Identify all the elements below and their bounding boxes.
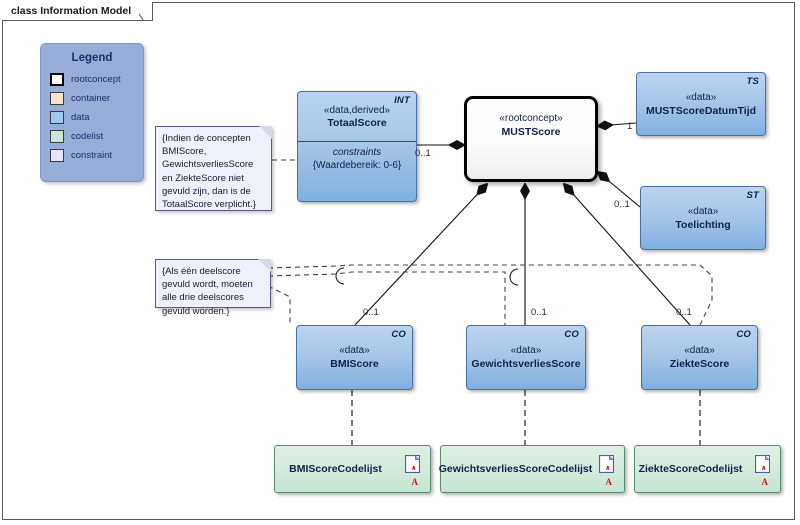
class-name-gewichtsverliesscore: GewichtsverliesScore [471, 358, 581, 370]
multiplicity-gewichtsverlies: 0..1 [531, 307, 547, 318]
note-totaalscore-constraint[interactable]: {Indien de concepten BMIScore, Gewichtsv… [155, 126, 272, 211]
note-totaalscore-constraint-text: {Indien de concepten BMIScore, Gewichtsv… [162, 133, 256, 211]
constraints-header: constraints [332, 147, 382, 158]
class-compartment-divider [298, 141, 416, 142]
legend-panel: Legend rootconcept container data codeli… [40, 43, 144, 182]
codelist-ziektescorecodelijst[interactable]: ZiekteScoreCodelijst A [634, 445, 781, 493]
class-stereotype-bmiscore: «data» [339, 345, 370, 356]
legend-title: Legend [71, 52, 113, 64]
codelist-bmiscorecodelijst[interactable]: BMIScoreCodelijst A [274, 445, 431, 493]
class-bmiscore[interactable]: CO «data» BMIScore [296, 325, 413, 390]
multiplicity-ziektescore: 0..1 [676, 307, 692, 318]
codelist-name-gewichtsverliesscorecodelijst: GewichtsverliesScoreCodelijst [438, 463, 593, 475]
multiplicity-toelichting: 0..1 [614, 199, 630, 210]
legend-label-constraint: constraint [71, 150, 113, 161]
document-icon [755, 455, 770, 473]
class-tag-gewichtsverliesscore: CO [564, 329, 579, 340]
legend-label-data: data [71, 112, 90, 123]
frame-tab-notch [139, 2, 152, 21]
legend-swatch-container [50, 92, 64, 105]
class-toelichting-body: «data» Toelichting [641, 187, 765, 249]
class-totaalscore-header: «data,derived» TotaalScore [298, 92, 416, 141]
red-a-marker: A [411, 477, 419, 487]
class-ziektescore-body: «data» ZiekteScore [642, 326, 757, 389]
multiplicity-bmiscore: 0..1 [363, 307, 379, 318]
class-tag-toelichting: ST [746, 190, 759, 201]
class-stereotype-mustscore: «rootconcept» [499, 113, 563, 124]
class-tag-mustscoredatumtijd: TS [746, 76, 759, 87]
class-bmiscore-body: «data» BMIScore [297, 326, 412, 389]
legend-item-data: data [41, 108, 143, 127]
class-mustscore[interactable]: «rootconcept» MUSTScore [464, 96, 598, 182]
diagram-frame-tab: class Information Model [2, 2, 154, 21]
multiplicity-datumtijd: 1 [627, 121, 633, 132]
red-a-marker: A [605, 477, 613, 487]
document-icon [405, 455, 420, 473]
codelist-name-ziektescorecodelijst: ZiekteScoreCodelijst [638, 463, 743, 475]
class-name-ziektescore: ZiekteScore [669, 358, 730, 370]
note-deelscore-constraint-text: {Als één deelscore gevuld wordt, moeten … [162, 266, 253, 317]
class-totaalscore-constraints: constraints {Waardebereik: 0-6} [298, 142, 416, 201]
class-mustscoredatumtijd-body: «data» MUSTScoreDatumTijd [637, 73, 765, 135]
class-name-mustscoredatumtijd: MUSTScoreDatumTijd [645, 104, 757, 117]
class-stereotype-mustscoredatumtijd: «data» [685, 91, 717, 103]
class-mustscoredatumtijd[interactable]: TS «data» MUSTScoreDatumTijd [636, 72, 766, 136]
class-name-totaalscore: TotaalScore [327, 116, 387, 129]
diagram-title: class Information Model [11, 4, 132, 17]
legend-label-codelist: codelist [71, 131, 104, 142]
class-totaalscore[interactable]: INT «data,derived» TotaalScore constrain… [297, 91, 417, 202]
class-name-mustscore: MUSTScore [501, 126, 561, 138]
codelist-gewichtsverliesscorecodelijst[interactable]: GewichtsverliesScoreCodelijst A [438, 445, 625, 493]
legend-label-rootconcept: rootconcept [71, 74, 121, 85]
legend-item-container: container [41, 89, 143, 108]
constraints-body: {Waardebereik: 0-6} [312, 160, 402, 171]
class-stereotype-gewichtsverliesscore: «data» [510, 345, 542, 356]
class-gewichtsverliesscore[interactable]: CO «data» GewichtsverliesScore [466, 325, 586, 390]
class-stereotype-toelichting: «data» [687, 205, 719, 217]
class-tag-totaalscore: INT [394, 95, 410, 106]
red-a-marker: A [761, 477, 769, 487]
class-stereotype-ziektescore: «data» [684, 345, 715, 356]
legend-swatch-constraint [50, 149, 64, 162]
multiplicity-totaalscore: 0..1 [415, 148, 431, 159]
legend-swatch-rootconcept [50, 73, 64, 86]
legend-item-constraint: constraint [41, 146, 143, 165]
class-name-toelichting: Toelichting [675, 218, 731, 231]
class-tag-bmiscore: CO [391, 329, 406, 340]
class-gewichtsverliesscore-body: «data» GewichtsverliesScore [467, 326, 585, 389]
class-toelichting[interactable]: ST «data» Toelichting [640, 186, 766, 250]
class-ziektescore[interactable]: CO «data» ZiekteScore [641, 325, 758, 390]
class-tag-ziektescore: CO [736, 329, 751, 340]
legend-label-container: container [71, 93, 111, 104]
legend-swatch-data [50, 111, 64, 124]
legend-item-codelist: codelist [41, 127, 143, 146]
class-name-bmiscore: BMIScore [330, 358, 379, 370]
note-deelscore-constraint[interactable]: {Als één deelscore gevuld wordt, moeten … [155, 259, 271, 317]
legend-swatch-codelist [50, 130, 64, 143]
class-stereotype-totaalscore: «data,derived» [323, 104, 391, 116]
document-icon [599, 455, 614, 473]
legend-item-rootconcept: rootconcept [41, 70, 143, 89]
codelist-name-bmiscorecodelijst: BMIScoreCodelijst [289, 463, 382, 475]
class-mustscore-body: «rootconcept» MUSTScore [467, 99, 595, 179]
